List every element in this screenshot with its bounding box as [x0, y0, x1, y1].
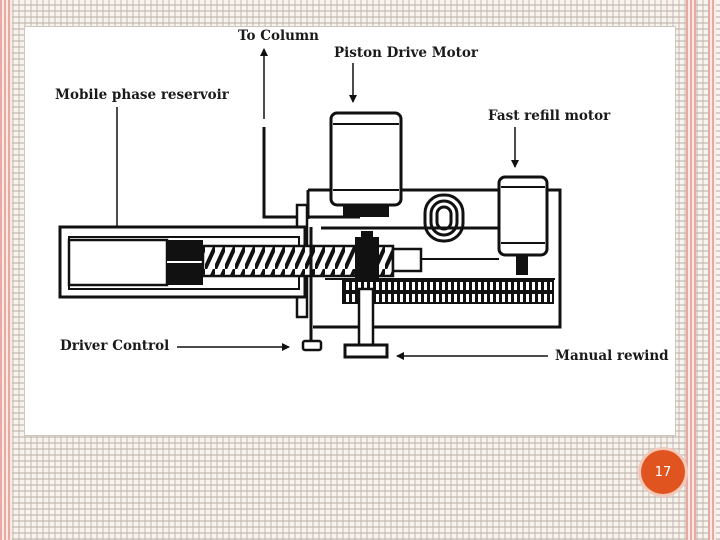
right-border-decoration: [686, 0, 696, 540]
fast-refill-motor: [497, 175, 549, 275]
coil-wheel: [423, 193, 465, 243]
label-fast-refill-motor: Fast refill motor: [488, 108, 611, 124]
label-mobile-phase-reservoir: Mobile phase reservoir: [55, 87, 230, 103]
left-border-decoration: [0, 0, 12, 540]
piston-drive-motor: [329, 111, 403, 217]
driver-control-knob: [301, 227, 323, 352]
page-number-badge: 17: [641, 450, 685, 494]
outlet-tube: [262, 127, 360, 219]
label-manual-rewind: Manual rewind: [555, 348, 669, 364]
drive-belts: [321, 226, 555, 304]
label-to-column: To Column: [238, 28, 319, 44]
pointer-arrows: [113, 48, 548, 360]
diagram-panel: To Column Piston Drive Motor Mobile phas…: [24, 26, 676, 436]
label-driver-control: Driver Control: [60, 338, 169, 354]
label-piston-drive-motor: Piston Drive Motor: [334, 45, 479, 61]
right-border-decoration-outer: [708, 0, 716, 540]
manual-rewind-handle: [343, 287, 389, 359]
pump-diagram: To Column Piston Drive Motor Mobile phas…: [55, 28, 669, 364]
